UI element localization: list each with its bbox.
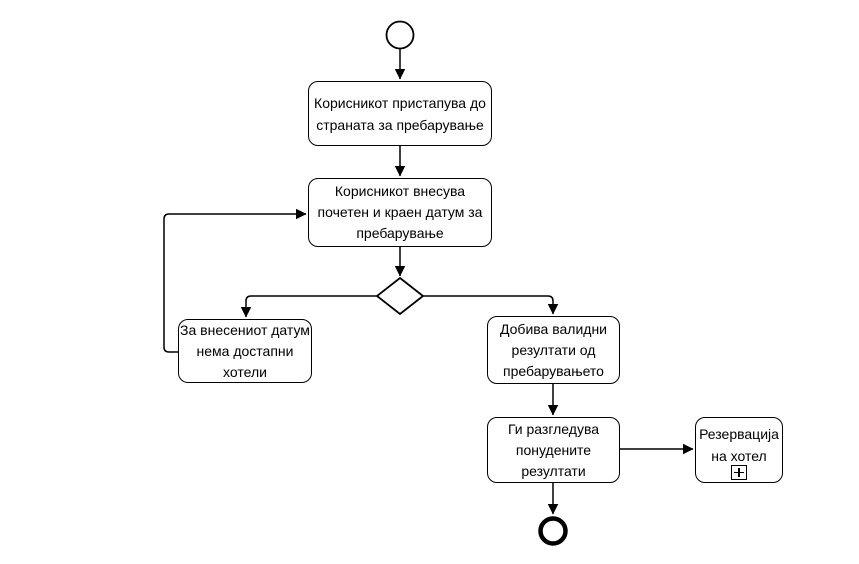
task-label-line: Корисникот пристапува до <box>314 94 486 111</box>
plus-subprocess-icon <box>731 465 747 480</box>
connector-no-hotels-loop-to-enter-dates <box>163 208 307 353</box>
task-label-line: страната за пребарување <box>316 116 484 133</box>
task-label-line: За внесениот датум <box>180 321 310 338</box>
task-valid-results: Добива валидни резултати од пребарувањет… <box>487 316 620 384</box>
task-label-line: нема достапни <box>196 342 294 359</box>
task-label-line: резултати од <box>511 341 596 358</box>
task-label-line: Ги разгледува <box>507 420 600 437</box>
task-label-line: Добива валидни <box>500 320 607 337</box>
task-enter-dates: Корисникот внесува почетен и краен датум… <box>308 178 492 247</box>
task-label-line: понудените <box>515 441 592 458</box>
task-label-line: хотели <box>223 363 267 380</box>
task-label-line: почетен и краен датум за <box>317 204 483 220</box>
task-label-line: Корисникот внесува <box>334 183 466 199</box>
connector-decision-to-valid-results <box>423 295 559 315</box>
task-label-line: пребарување <box>356 225 444 241</box>
connector-decision-to-no-hotels <box>240 295 377 318</box>
task-label-line: пребарувањето <box>503 362 604 379</box>
start-event-circle <box>385 20 415 50</box>
task-label-line: резултати <box>521 462 586 479</box>
end-event-circle <box>538 516 568 546</box>
task-access-search-page: Корисникот пристапува до страната за пре… <box>308 81 492 146</box>
task-no-available-hotels: За внесениот датум нема достапни хотели <box>178 319 312 383</box>
task-label-line: Резервација <box>699 426 779 442</box>
subprocess-hotel-reservation: Резервација на хотел <box>695 417 783 483</box>
decision-diamond <box>375 276 425 316</box>
task-review-results: Ги разгледува понудените резултати <box>487 417 620 483</box>
task-label-line: на хотел <box>711 448 767 464</box>
